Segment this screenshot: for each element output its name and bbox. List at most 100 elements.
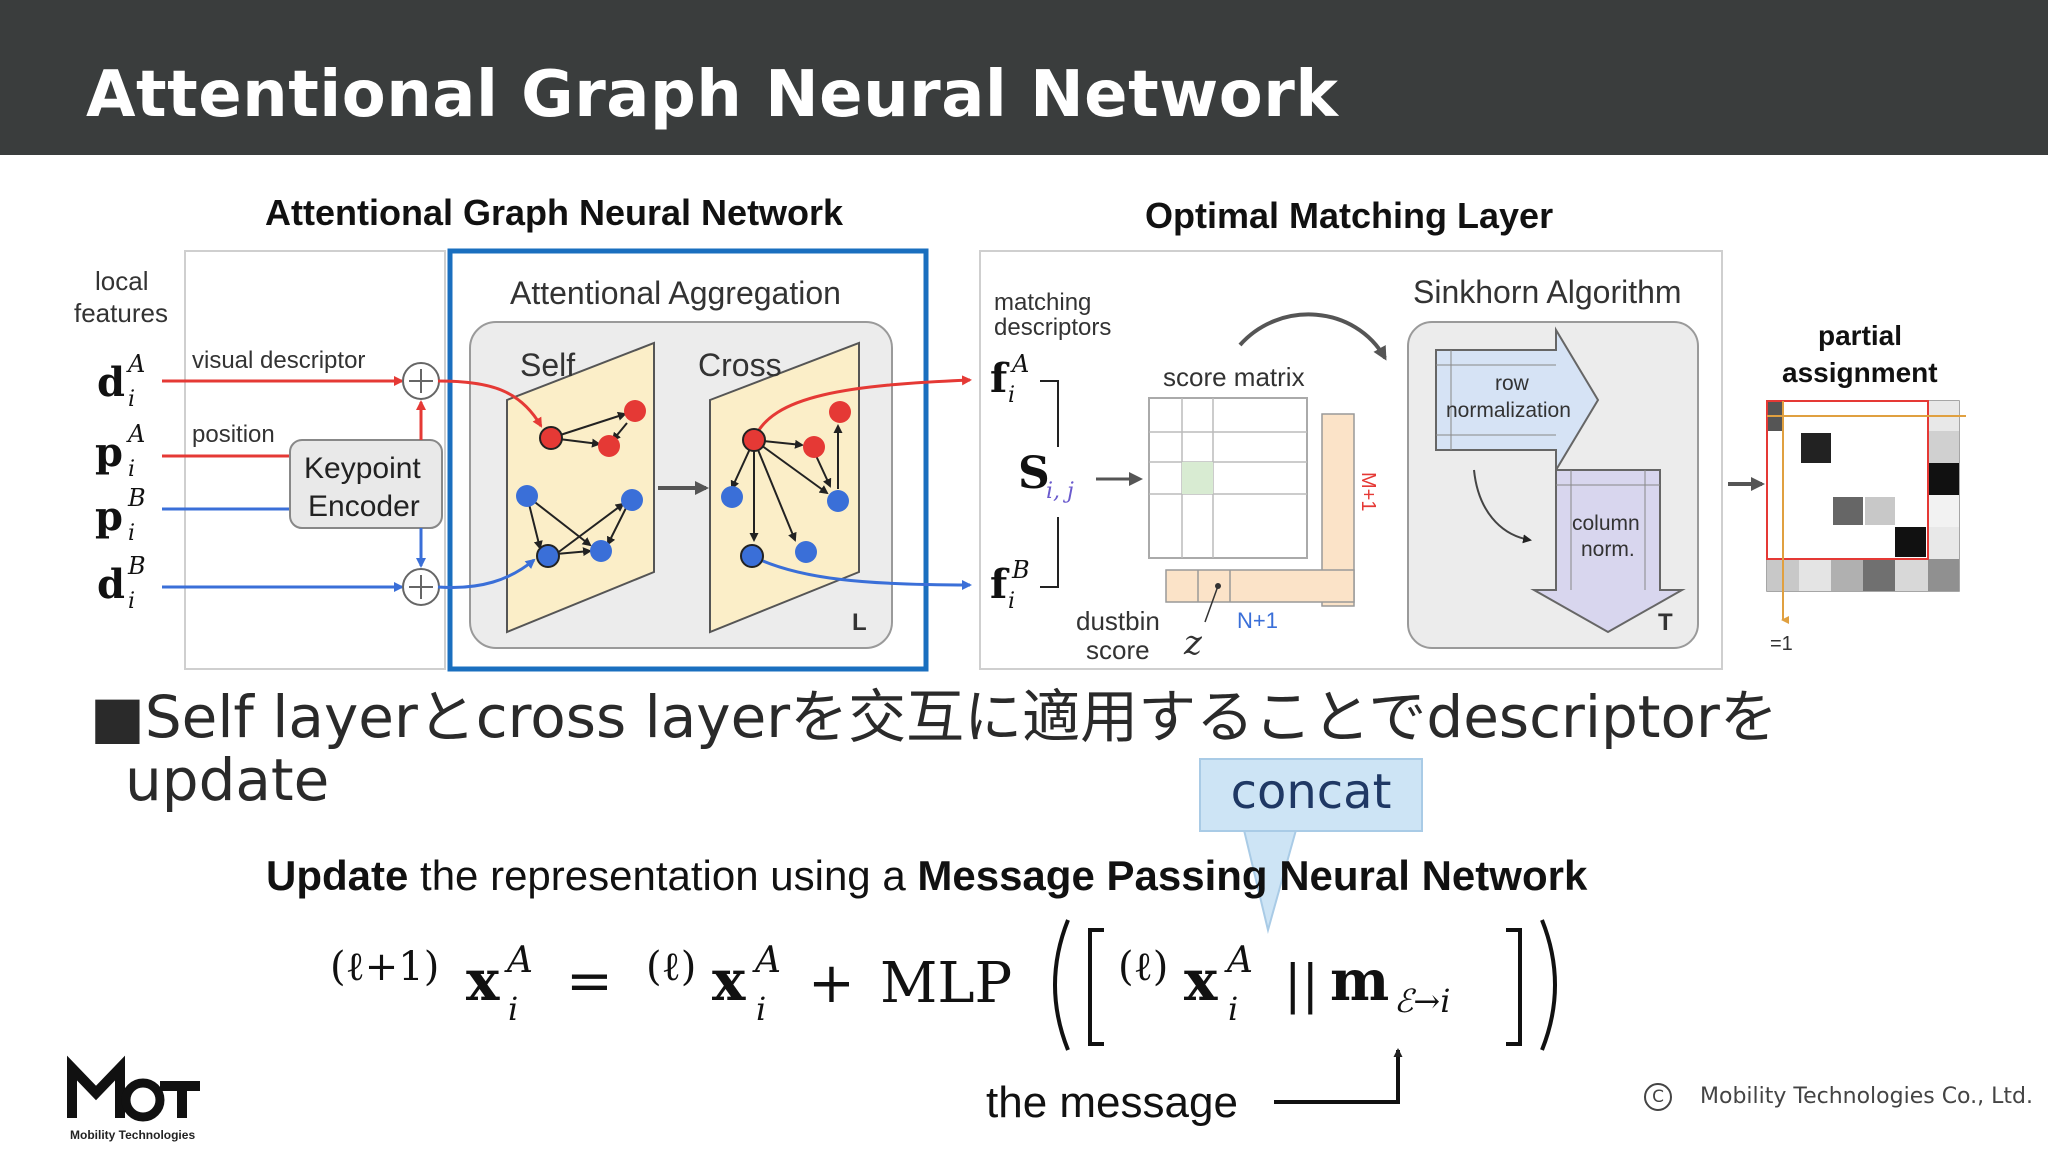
input-pB-sub: i <box>128 521 135 546</box>
matrix-to-sinkhorn-arrow <box>1238 312 1387 361</box>
row-normalization-label-2: normalization <box>1446 399 1571 422</box>
input-dB-sub: i <box>128 589 135 614</box>
T-label: T <box>1658 609 1673 636</box>
logo-subtitle: Mobility Technologies <box>70 1128 196 1142</box>
optimal-matching-title: Optimal Matching Layer <box>1145 195 1553 236</box>
svg-text:A: A <box>1224 940 1253 981</box>
mot-logo <box>67 1055 200 1122</box>
partial-assignment-label: partial <box>1818 320 1902 351</box>
score-matrix-cell <box>1182 462 1213 494</box>
svg-text:A: A <box>504 940 533 981</box>
fB-sub: i <box>1008 589 1015 614</box>
assignment-matrix <box>1766 400 1966 624</box>
fA-sup: A <box>1010 350 1029 378</box>
keypoint-encoder-label-2: Encoder <box>308 490 420 523</box>
eq1-label: =1 <box>1770 633 1793 655</box>
svg-text:i: i <box>508 990 518 1028</box>
dustbin-row <box>1165 569 1355 603</box>
score-matrix-label: score matrix <box>1163 362 1305 392</box>
input-pA-sub: i <box>128 457 135 482</box>
N-plus-1-label: N+1 <box>1237 608 1278 633</box>
svg-text:(ℓ): (ℓ) <box>1118 944 1168 990</box>
row-norm-grid <box>1436 350 1556 450</box>
dustbin-label-2: score <box>1086 635 1150 665</box>
agnn-figure-title: Attentional Graph Neural Network <box>265 192 844 233</box>
z-symbol: z <box>1183 623 1203 663</box>
svg-text:m: m <box>1330 948 1389 1014</box>
S-symbol: S <box>1018 448 1050 499</box>
update-caption: Update the representation using a Messag… <box>266 852 1587 900</box>
concat-callout <box>1199 758 1423 832</box>
input-pB: p <box>95 493 123 540</box>
col-norm-grid <box>1556 470 1660 590</box>
cross-to-fB-curve <box>751 554 972 590</box>
bullet-line1: Self layerとcross layerを交互に適用することでdescrip… <box>144 683 1778 751</box>
mpnn-equation: (ℓ+1) x A i = (ℓ) x A i + MLP (ℓ) x A i … <box>330 919 1557 1051</box>
update-mid: the representation using a <box>408 852 918 899</box>
svg-text:(ℓ): (ℓ) <box>646 944 696 990</box>
dB-to-self-curve <box>437 558 536 589</box>
self-nodes <box>516 400 646 568</box>
svg-text:A: A <box>752 940 781 981</box>
svg-text:=: = <box>566 949 613 1014</box>
svg-text:MLP: MLP <box>880 951 1012 1016</box>
input-dB-sup: B <box>127 552 146 580</box>
plus-icon <box>402 568 440 606</box>
row-normalization-label: row <box>1495 372 1530 395</box>
copyright-icon: C <box>1644 1083 1672 1111</box>
fB-symbol: f <box>990 561 1010 608</box>
cross-graph <box>730 424 843 542</box>
partial-assignment-label-2: assignment <box>1782 357 1938 388</box>
attentional-aggregation-label: Attentional Aggregation <box>510 275 841 311</box>
svg-text:ℰ→i: ℰ→i <box>1394 982 1450 1020</box>
bullet-marker: ■ <box>90 683 145 751</box>
mpnn-bold: Message Passing Neural Network <box>917 852 1588 899</box>
score-matrix <box>1148 397 1308 559</box>
input-dA-sub: i <box>128 387 135 412</box>
cross-nodes <box>721 401 851 568</box>
local-features-label: local <box>95 266 148 296</box>
slide-title: Attentional Graph Neural Network <box>86 58 1339 132</box>
slide-header: Attentional Graph Neural Network <box>0 0 2048 155</box>
fA-bracket <box>1040 380 1059 447</box>
input-pA-sup: A <box>126 420 145 448</box>
sinkhorn-label: Sinkhorn Algorithm <box>1413 274 1682 310</box>
fA-sub: i <box>1008 383 1015 408</box>
column-normalization-label-2: norm. <box>1581 538 1635 561</box>
visual-descriptor-label: visual descriptor <box>192 347 365 374</box>
cross-to-fA-curve <box>752 375 972 441</box>
self-graph <box>526 411 631 557</box>
fB-bracket <box>1040 517 1059 588</box>
plus-icon <box>402 362 440 400</box>
svg-text:(ℓ+1): (ℓ+1) <box>330 944 439 990</box>
input-dA: d <box>97 359 125 406</box>
matching-descriptors-label-2: descriptors <box>994 314 1111 341</box>
update-bold: Update <box>266 852 409 899</box>
local-features-label-2: features <box>74 298 168 328</box>
svg-text:i: i <box>1228 990 1238 1028</box>
M-plus-1-label: M+1 <box>1357 472 1379 511</box>
S-sub: i, j <box>1046 479 1074 504</box>
fA-symbol: f <box>990 355 1010 402</box>
keypoint-encoder-label: Keypoint <box>304 452 421 485</box>
svg-text:||: || <box>1284 955 1319 1015</box>
concat-callout-text: concat <box>1230 764 1392 820</box>
svg-text:+: + <box>808 951 855 1016</box>
svg-text:i: i <box>756 990 766 1028</box>
svg-text:x: x <box>466 948 500 1014</box>
input-pA: p <box>95 429 123 476</box>
position-label: position <box>192 421 275 448</box>
input-dA-sup: A <box>126 350 145 378</box>
column-normalization-label: column <box>1572 512 1640 535</box>
bullet-text-line1: ■Self layerとcross layerを交互に適用することでdescri… <box>90 685 1778 749</box>
input-dB: d <box>97 561 125 608</box>
bullet-text-line2: update <box>125 746 330 814</box>
keypoint-encoder-box <box>289 439 443 529</box>
dA-to-self-curve <box>437 379 543 428</box>
input-pB-sup: B <box>127 484 146 512</box>
row-to-col-arrow <box>1473 469 1532 544</box>
L-label: L <box>852 609 867 636</box>
matching-descriptors-label: matching <box>994 289 1091 316</box>
company-name: Mobility Technologies Co., Ltd. <box>1700 1084 2033 1109</box>
